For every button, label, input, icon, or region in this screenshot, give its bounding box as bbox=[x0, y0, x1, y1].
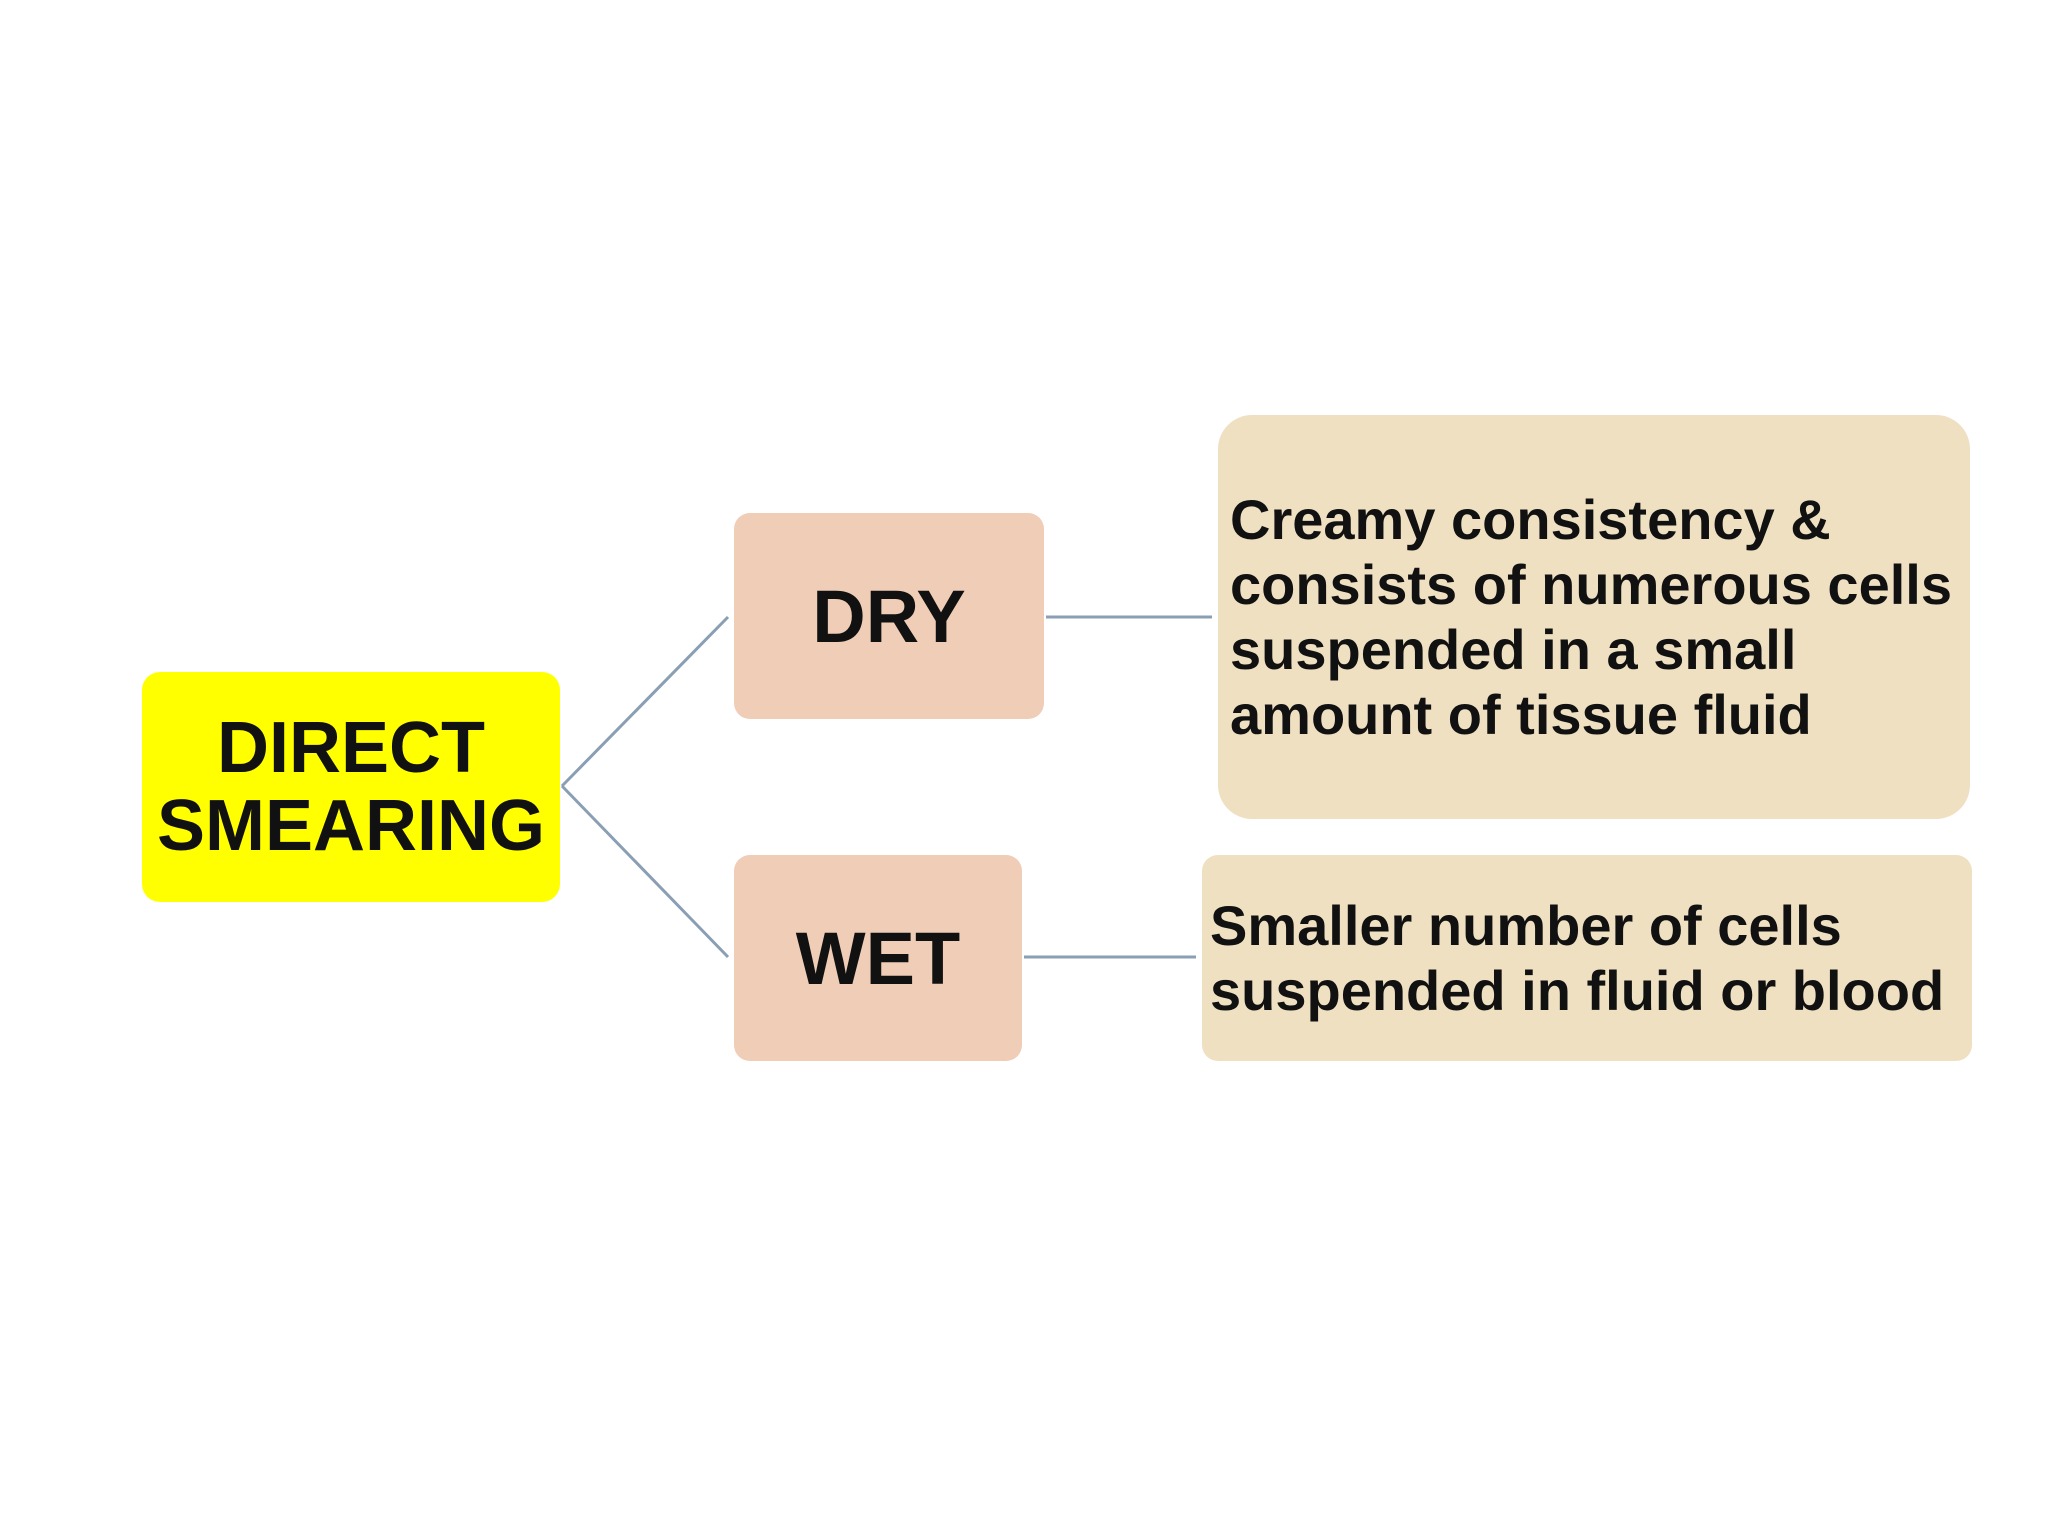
branch-label-dry: DRY bbox=[812, 574, 966, 658]
description-node-wet: Smaller number of cells suspended in flu… bbox=[1202, 855, 1972, 1061]
connector-root-to-dry bbox=[560, 615, 730, 788]
root-node-direct-smearing: DIRECT SMEARING bbox=[142, 672, 560, 902]
branch-node-dry: DRY bbox=[734, 513, 1044, 719]
branch-label-wet: WET bbox=[795, 916, 961, 1000]
description-text-wet: Smaller number of cells suspended in flu… bbox=[1210, 894, 1945, 1022]
root-label-line1: DIRECT bbox=[217, 708, 485, 788]
branch-node-wet: WET bbox=[734, 855, 1022, 1061]
description-node-dry: Creamy consistency & consists of numerou… bbox=[1218, 415, 1970, 819]
connector-root-to-wet bbox=[560, 784, 730, 959]
description-text-dry: Creamy consistency & consists of numerou… bbox=[1230, 488, 1952, 746]
root-label-line2: SMEARING bbox=[156, 786, 546, 866]
